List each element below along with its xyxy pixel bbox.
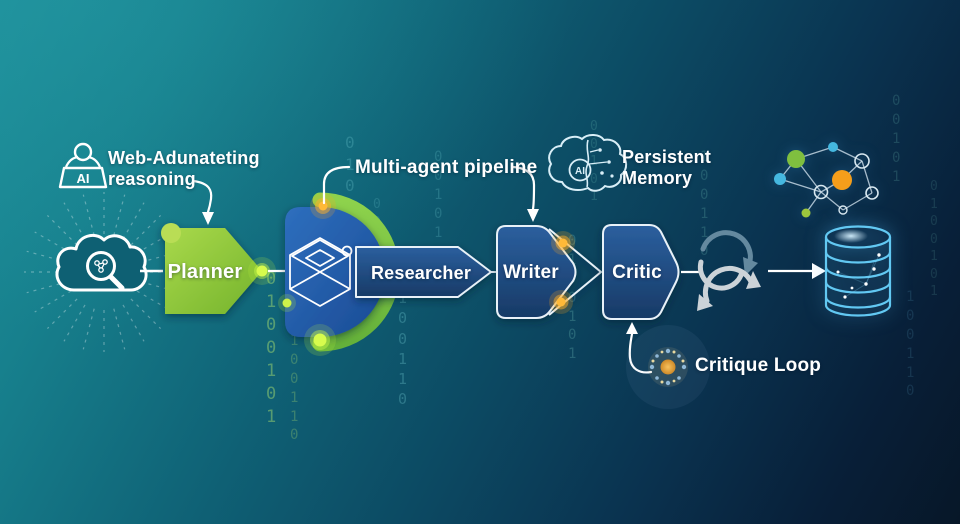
annotation-arrow-pipeline-left xyxy=(322,165,351,205)
annotation-arrow-web-reasoning xyxy=(191,179,214,225)
memory-label-line2: Memory xyxy=(622,168,693,188)
writer-label: Writer xyxy=(503,262,559,283)
database-icon xyxy=(824,225,892,317)
laptop-ai-label: AI xyxy=(77,171,90,186)
connector-loop-database xyxy=(768,263,826,279)
brain-ai-label: AI xyxy=(575,166,585,177)
person-ai-laptop-icon: AI xyxy=(58,142,108,189)
planner-stage xyxy=(161,223,262,314)
researcher-label: Researcher xyxy=(370,263,472,283)
critique-loop-label: Critique Loop xyxy=(695,355,822,376)
cloud-search-icon xyxy=(55,233,148,292)
researcher-banner xyxy=(355,246,492,298)
critic-label: Critic xyxy=(612,262,662,283)
annotation-arrow-pipeline-right xyxy=(511,165,539,222)
memory-label-line1: Persistent xyxy=(622,147,712,167)
glow-dot-green xyxy=(304,324,336,356)
glow-dot-orange xyxy=(310,193,336,219)
glow-dot-orange xyxy=(549,290,573,314)
network-graph-icon xyxy=(774,142,879,218)
glow-dot-orange xyxy=(551,231,575,255)
annotation-arrow-critique xyxy=(626,322,653,374)
glow-dot-green xyxy=(248,257,276,285)
planner-label: Planner xyxy=(167,261,243,283)
glow-dot-green-small xyxy=(278,294,296,312)
planner-accent-dot xyxy=(161,223,181,243)
brain-ai-icon: AI xyxy=(548,134,628,192)
web-reasoning-label-line1: Web-Adunateting xyxy=(108,148,260,168)
web-reasoning-label-line2: reasoning xyxy=(108,169,196,189)
critic-stage xyxy=(602,224,680,320)
cube-wireframe-icon xyxy=(289,237,353,307)
sync-s-loop-icon xyxy=(697,230,761,311)
pipeline-label: Multi-agent pipeline xyxy=(355,157,538,178)
critique-spark-icon xyxy=(626,325,710,409)
